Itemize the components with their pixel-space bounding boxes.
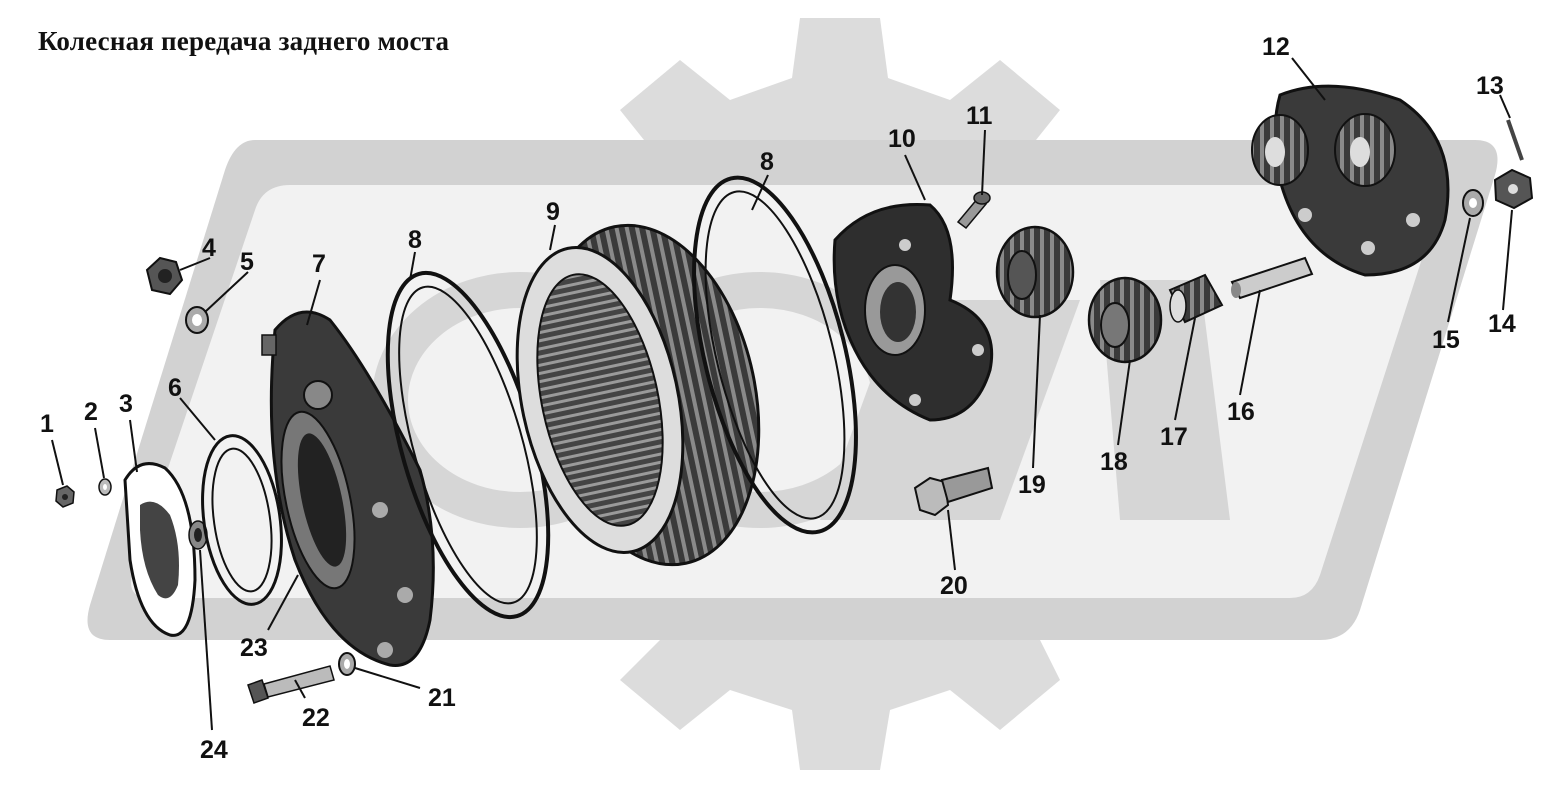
part-needle-bearing xyxy=(1168,273,1224,324)
callout-21: 21 xyxy=(428,684,456,712)
part-flange-nut xyxy=(145,256,184,296)
callout-11: 11 xyxy=(966,102,993,130)
callout-1: 1 xyxy=(40,410,54,438)
part-bolt-hex xyxy=(913,466,994,517)
part-gear-19 xyxy=(995,225,1075,319)
callout-12: 12 xyxy=(1262,33,1290,61)
callout-7: 7 xyxy=(312,250,326,278)
part-nut xyxy=(55,485,75,508)
callout-6: 6 xyxy=(168,374,182,402)
callout-18: 18 xyxy=(1100,448,1128,476)
page-title: Колесная передача заднего моста xyxy=(38,26,450,56)
part-ring-gear xyxy=(515,223,761,567)
callout-14: 14 xyxy=(1488,310,1516,338)
callout-22: 22 xyxy=(302,704,330,732)
part-cotter-pin xyxy=(1506,119,1524,161)
callout-13: 13 xyxy=(1476,72,1504,100)
callout-9: 9 xyxy=(546,198,560,226)
part-bolt-long xyxy=(247,665,335,704)
part-washer-5 xyxy=(185,306,209,334)
callout-17: 17 xyxy=(1160,423,1188,451)
callout-16: 16 xyxy=(1227,398,1255,426)
callout-23: 23 xyxy=(240,634,268,662)
callout-20: 20 xyxy=(940,572,968,600)
callout-2: 2 xyxy=(84,398,98,426)
part-carrier-bracket xyxy=(832,202,994,422)
part-washer-21 xyxy=(338,652,356,676)
part-pin xyxy=(188,520,208,550)
part-screw xyxy=(956,191,991,230)
callout-labels: 1 2 3 4 5 6 7 8 8 9 10 11 12 13 14 15 16… xyxy=(40,33,1516,764)
part-gasket-small xyxy=(201,434,283,606)
part-cover xyxy=(123,462,197,637)
callout-19: 19 xyxy=(1018,471,1046,499)
part-gasket-large-right xyxy=(692,175,858,535)
callout-8b: 8 xyxy=(760,148,774,176)
callout-4: 4 xyxy=(202,234,216,262)
callout-15: 15 xyxy=(1432,326,1460,354)
part-housing xyxy=(261,310,435,667)
part-washer-small xyxy=(98,478,112,496)
part-axle xyxy=(1230,256,1314,300)
part-planet-carrier xyxy=(1251,84,1450,277)
part-castle-nut xyxy=(1493,168,1534,210)
part-gear-18 xyxy=(1087,276,1163,364)
callout-10: 10 xyxy=(888,125,916,153)
callout-5: 5 xyxy=(240,248,254,276)
callout-24: 24 xyxy=(200,736,228,764)
part-washer-15 xyxy=(1462,189,1484,217)
callout-3: 3 xyxy=(119,390,133,418)
leader-lines xyxy=(51,57,1513,731)
callout-8a: 8 xyxy=(408,226,422,254)
